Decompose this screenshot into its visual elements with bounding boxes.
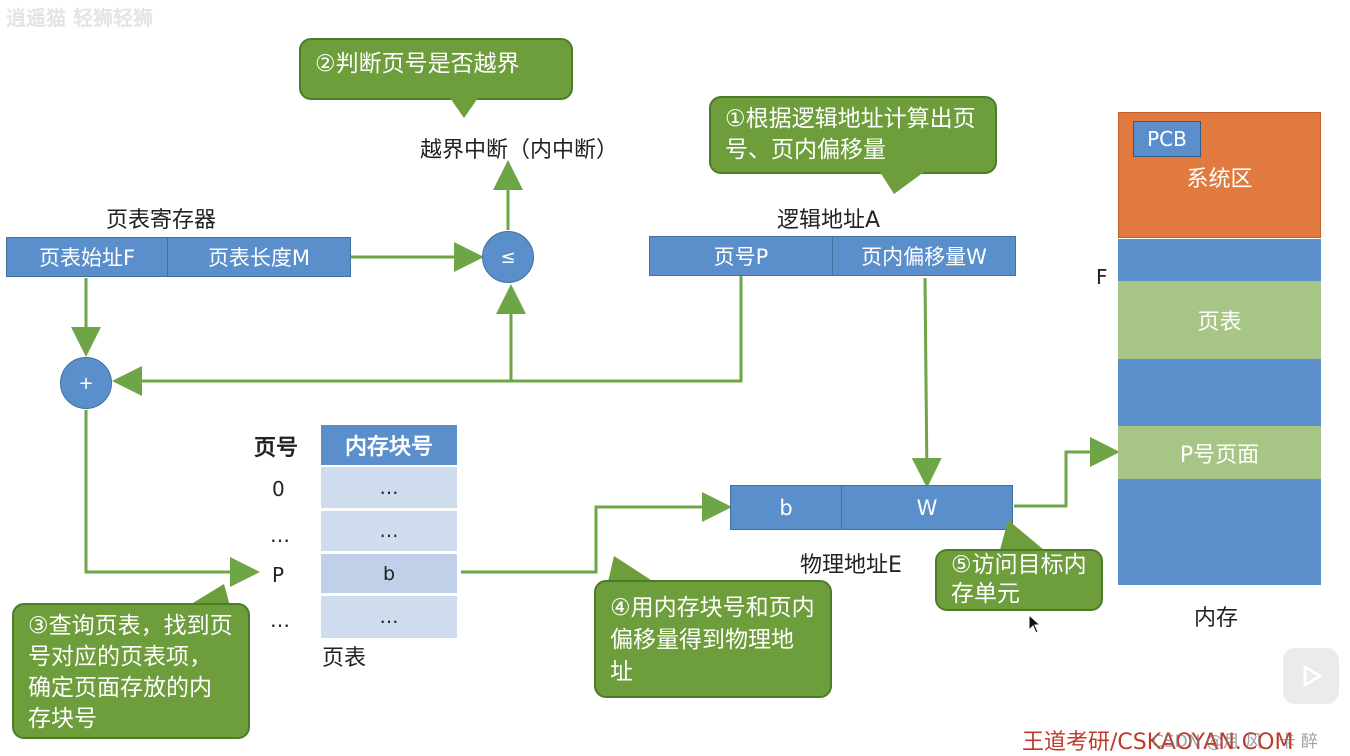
arrow-b-to-physical	[461, 492, 732, 574]
arrow-physical-to-memory	[1014, 437, 1120, 508]
page-row-1-index: …	[270, 523, 290, 547]
play-icon	[1303, 665, 1322, 687]
pcb-block: PCB	[1133, 121, 1201, 157]
footer-brand: 王道考研/CSKAOYAN.COM	[1022, 730, 1294, 755]
memory-system-area: PCB 系统区	[1118, 112, 1321, 238]
memory-page-table: 页表	[1118, 281, 1321, 359]
page-row-1-block: …	[321, 511, 457, 554]
watermark-top: 逍遥猫 轻狮轻狮	[6, 6, 153, 30]
callout-access-memory: ⑤访问目标内存单元	[935, 549, 1103, 611]
arrow-offset-down	[911, 277, 942, 488]
page-table-caption: 页表	[322, 646, 367, 671]
memory-F-marker: F	[1096, 265, 1108, 289]
memory-block-2	[1118, 359, 1321, 426]
page-row-3-index: …	[270, 608, 290, 632]
logical-address-label: 逻辑地址A	[777, 208, 881, 233]
physical-block-cell: b	[730, 485, 842, 530]
callout-physical-address: ④用内存块号和页内偏移量得到物理地址	[594, 580, 832, 698]
physical-address-label: 物理地址E	[800, 553, 902, 578]
page-row-3-block: …	[321, 596, 457, 638]
page-row-2-index: P	[272, 563, 285, 587]
arrow-add-to-row	[84, 410, 260, 587]
system-area-label: 系统区	[1186, 167, 1253, 192]
callout-4-text: ④用内存块号和页内偏移量得到物理地址	[610, 595, 815, 685]
play-button[interactable]	[1283, 648, 1339, 704]
memory-block-1	[1118, 239, 1321, 281]
callout-5-text: ⑤访问目标内存单元	[951, 552, 1087, 607]
logical-offset-cell: 页内偏移量W	[832, 236, 1016, 276]
callout-3-tail	[188, 584, 230, 606]
callout-lookup-table: ③查询页表，找到页号对应的页表项，确定页面存放的内存块号	[12, 603, 250, 739]
memory-caption: 内存	[1194, 606, 1239, 631]
physical-offset-cell: W	[841, 485, 1013, 530]
callout-4-tail	[608, 556, 654, 582]
callout-check-bounds: ②判断页号是否越界	[299, 38, 573, 100]
page-table-register-label: 页表寄存器	[106, 208, 217, 233]
callout-1-tail	[880, 172, 924, 194]
callout-5-tail	[1000, 520, 1044, 550]
ptr-length-cell: 页表长度M	[167, 237, 351, 277]
page-table-header: 内存块号	[321, 425, 457, 465]
callout-compute-page: ①根据逻辑地址计算出页号、页内偏移量	[709, 96, 997, 174]
callout-2-tail	[450, 98, 478, 118]
arrow-page-to-add	[112, 276, 743, 396]
page-row-0-index: 0	[272, 477, 285, 501]
callout-2-text: ②判断页号是否越界	[315, 51, 520, 77]
callout-3-text: ③查询页表，找到页号对应的页表项，确定页面存放的内存块号	[28, 613, 233, 732]
page-row-0-block: …	[321, 467, 457, 511]
mouse-cursor-icon	[1028, 614, 1042, 634]
memory-block-3	[1118, 479, 1321, 585]
add-node: +	[60, 357, 112, 409]
memory-p-page: P号页面	[1118, 426, 1321, 479]
overflow-interrupt-label: 越界中断（内中断）	[420, 138, 619, 163]
ptr-start-cell: 页表始址F	[6, 237, 168, 277]
footer-csdn-watermark: CSDN @月 风 . 卡 醉	[1152, 732, 1318, 752]
page-row-2-block: b	[321, 554, 457, 596]
compare-node: ≤	[482, 231, 534, 283]
page-no-header: 页号	[254, 436, 299, 461]
callout-1-text: ①根据逻辑地址计算出页号、页内偏移量	[725, 106, 976, 163]
logical-page-cell: 页号P	[649, 236, 833, 276]
